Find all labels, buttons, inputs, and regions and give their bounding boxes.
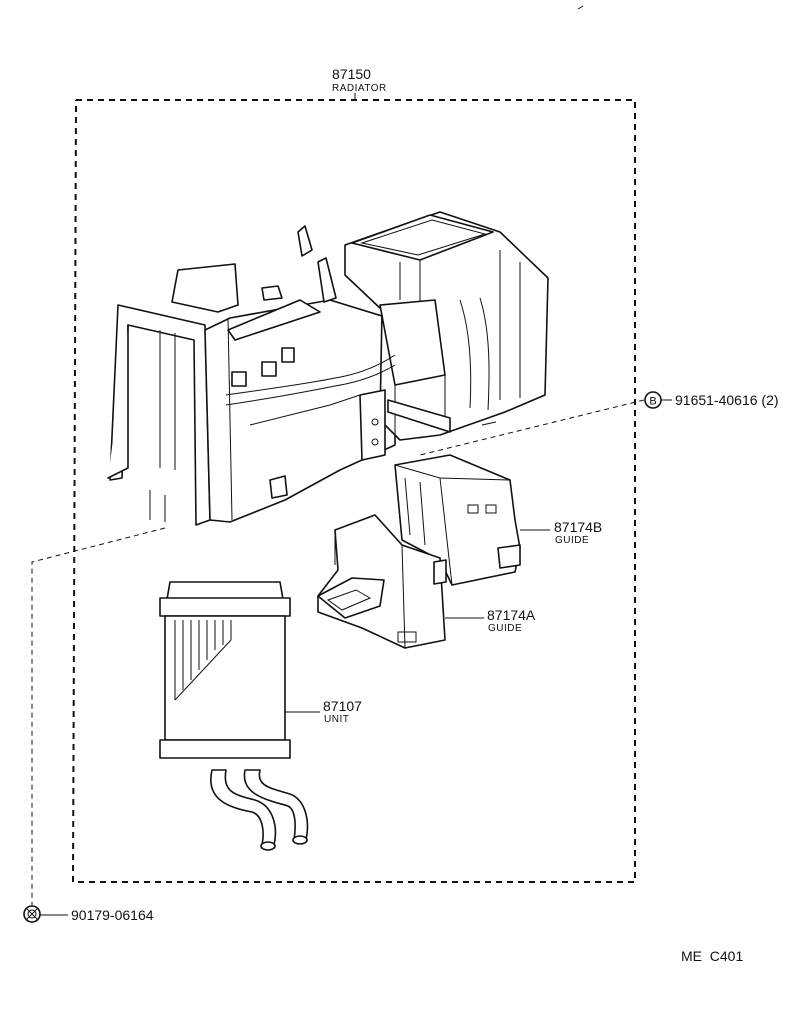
- radiator-part-name: RADIATOR: [332, 83, 387, 94]
- stray-mark: [577, 5, 584, 10]
- guide-b-part-number: 87174B: [554, 519, 602, 535]
- bolt-leader: [419, 399, 645, 456]
- heater-core-drawing: [159, 581, 309, 851]
- clip-part-number: 90179-06164: [71, 907, 154, 923]
- bolt-part-number: 91651-40616 (2): [675, 392, 779, 408]
- page-code: ME C401: [681, 948, 743, 964]
- unit-part-number: 87107: [323, 698, 362, 714]
- radiator-part-number: 87150: [332, 66, 371, 82]
- guide-a-part-name: GUIDE: [488, 623, 522, 634]
- guide-b-part-name: GUIDE: [555, 535, 589, 546]
- guide-a-drawing: [317, 514, 447, 649]
- guide-a-part-number: 87174A: [487, 607, 536, 623]
- unit-part-name: UNIT: [324, 714, 349, 725]
- bolt-symbol: B: [649, 396, 656, 408]
- heater-case-drawing: [107, 211, 549, 526]
- clip-leader: [31, 527, 166, 905]
- assembly-boundary: [71, 99, 636, 883]
- bolt-symbol-circle: [644, 391, 662, 409]
- clip-icon: [23, 905, 41, 923]
